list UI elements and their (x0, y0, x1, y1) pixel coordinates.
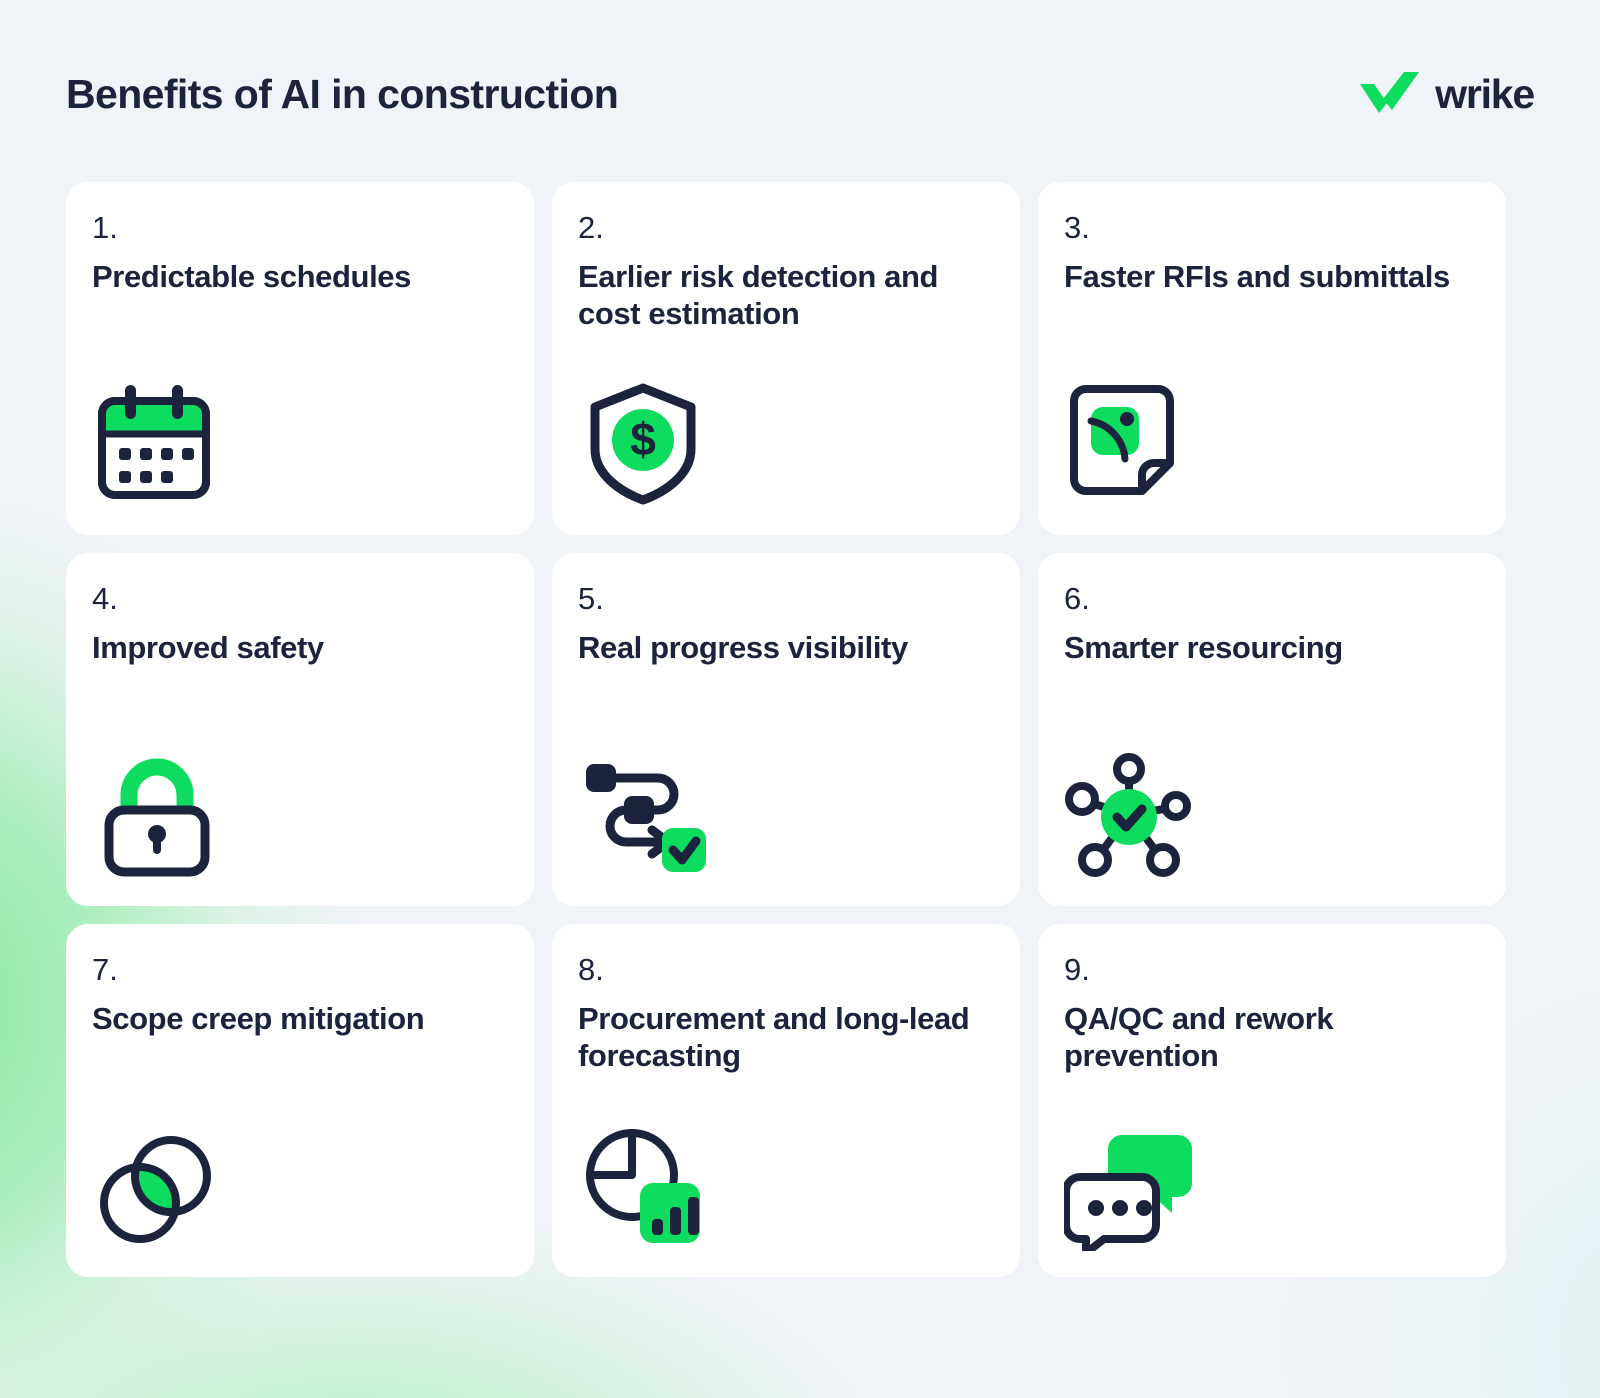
card-number: 4. (92, 581, 118, 616)
card-title: Procurement and long-lead forecasting (578, 1001, 970, 1074)
card-title: Scope creep mitigation (92, 1001, 425, 1036)
card-title: QA/QC and rework prevention (1064, 1001, 1334, 1074)
calendar-icon (92, 379, 222, 509)
card-title: Predictable schedules (92, 259, 411, 294)
benefits-grid: 1. Predictable schedules (66, 182, 1506, 1277)
card-number: 7. (92, 952, 118, 987)
pie-bar-chart-icon (578, 1121, 708, 1251)
wrike-checkmark-icon (1359, 70, 1421, 119)
document-folded-corner-icon (1064, 379, 1194, 509)
network-hub-check-icon (1064, 750, 1194, 880)
card-number: 8. (578, 952, 604, 987)
lock-icon (92, 750, 222, 880)
card-number: 9. (1064, 952, 1090, 987)
card-number: 6. (1064, 581, 1090, 616)
header: Benefits of AI in construction wrike (66, 58, 1535, 130)
benefit-card-6[interactable]: 6. Smarter resourcing (1038, 553, 1506, 906)
benefit-card-1[interactable]: 1. Predictable schedules (66, 182, 534, 535)
card-title: Smarter resourcing (1064, 630, 1343, 665)
card-title: Improved safety (92, 630, 324, 665)
card-number: 2. (578, 210, 604, 245)
shield-dollar-icon: $ (578, 379, 708, 509)
card-number: 3. (1064, 210, 1090, 245)
card-title: Earlier risk detection and cost estimati… (578, 259, 939, 332)
benefit-card-4[interactable]: 4. Improved safety (66, 553, 534, 906)
card-number: 1. (92, 210, 118, 245)
card-title: Faster RFIs and submittals (1064, 259, 1450, 294)
page-title: Benefits of AI in construction (66, 70, 619, 117)
card-title: Real progress visibility (578, 630, 908, 665)
workflow-check-icon (578, 750, 708, 880)
benefit-card-8[interactable]: 8. Procurement and long-lead forecasting (552, 924, 1020, 1277)
venn-overlap-icon (92, 1121, 222, 1251)
svg-text:$: $ (630, 413, 656, 465)
benefit-card-5[interactable]: 5. Real progress visibility (552, 553, 1020, 906)
benefit-card-7[interactable]: 7. Scope creep mitigation (66, 924, 534, 1277)
benefit-card-9[interactable]: 9. QA/QC and rework prevention (1038, 924, 1506, 1277)
card-number: 5. (578, 581, 604, 616)
benefit-card-3[interactable]: 3. Faster RFIs and submittals (1038, 182, 1506, 535)
brand-logo: wrike (1359, 70, 1535, 119)
brand-name: wrike (1435, 70, 1535, 117)
benefit-card-2[interactable]: 2. Earlier risk detection and cost estim… (552, 182, 1020, 535)
chat-bubbles-icon (1064, 1121, 1194, 1251)
